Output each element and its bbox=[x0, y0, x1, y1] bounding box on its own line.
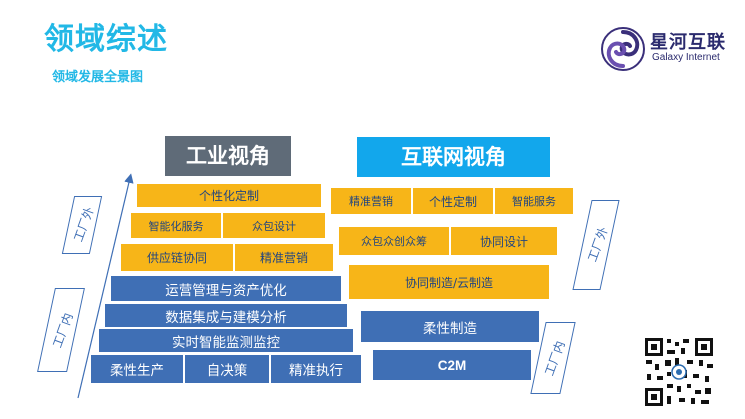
internet-precision-marketing: 精准营销 bbox=[330, 187, 412, 215]
internet-header: 互联网视角 bbox=[357, 137, 550, 177]
industry-smart-service: 智能化服务 bbox=[130, 212, 222, 239]
logo-name: 星河互联 bbox=[650, 32, 726, 53]
internet-collab-design: 协同设计 bbox=[450, 226, 558, 256]
industry-custom: 个性化定制 bbox=[136, 183, 322, 208]
page-title: 领域综述 bbox=[44, 22, 168, 57]
internet-c2m: C2M bbox=[372, 349, 532, 381]
industry-crowd-design: 众包设计 bbox=[222, 212, 326, 239]
internet-smart-service: 智能服务 bbox=[494, 187, 574, 215]
industry-self-decision: 自决策 bbox=[184, 354, 270, 384]
industry-supply-chain: 供应链协同 bbox=[120, 243, 234, 272]
industry-data-modeling: 数据集成与建模分析 bbox=[104, 303, 348, 328]
internet-flex-mfg: 柔性制造 bbox=[360, 310, 540, 343]
industry-header: 工业视角 bbox=[165, 136, 291, 176]
galaxy-logo-icon bbox=[601, 27, 645, 71]
logo-subtitle: Galaxy Internet bbox=[652, 52, 720, 63]
internet-collab-mfg-cloud: 协同制造/云制造 bbox=[348, 264, 550, 300]
internet-crowd-innovation: 众包众创众筹 bbox=[338, 226, 450, 256]
qr-code-icon bbox=[643, 336, 715, 408]
internet-custom: 个性定制 bbox=[412, 187, 494, 215]
brand-logo: 星河互联 Galaxy Internet bbox=[600, 26, 740, 76]
industry-arrow bbox=[77, 173, 134, 399]
internet-outer-label: 工厂外 bbox=[584, 224, 611, 264]
industry-precision-exec: 精准执行 bbox=[270, 354, 362, 384]
industry-precision-marketing: 精准营销 bbox=[234, 243, 334, 272]
industry-flex-production: 柔性生产 bbox=[90, 354, 184, 384]
industry-realtime-monitor: 实时智能监测监控 bbox=[98, 328, 354, 353]
page-subtitle: 领域发展全景图 bbox=[52, 70, 144, 85]
industry-ops-mgmt: 运营管理与资产优化 bbox=[110, 275, 342, 302]
